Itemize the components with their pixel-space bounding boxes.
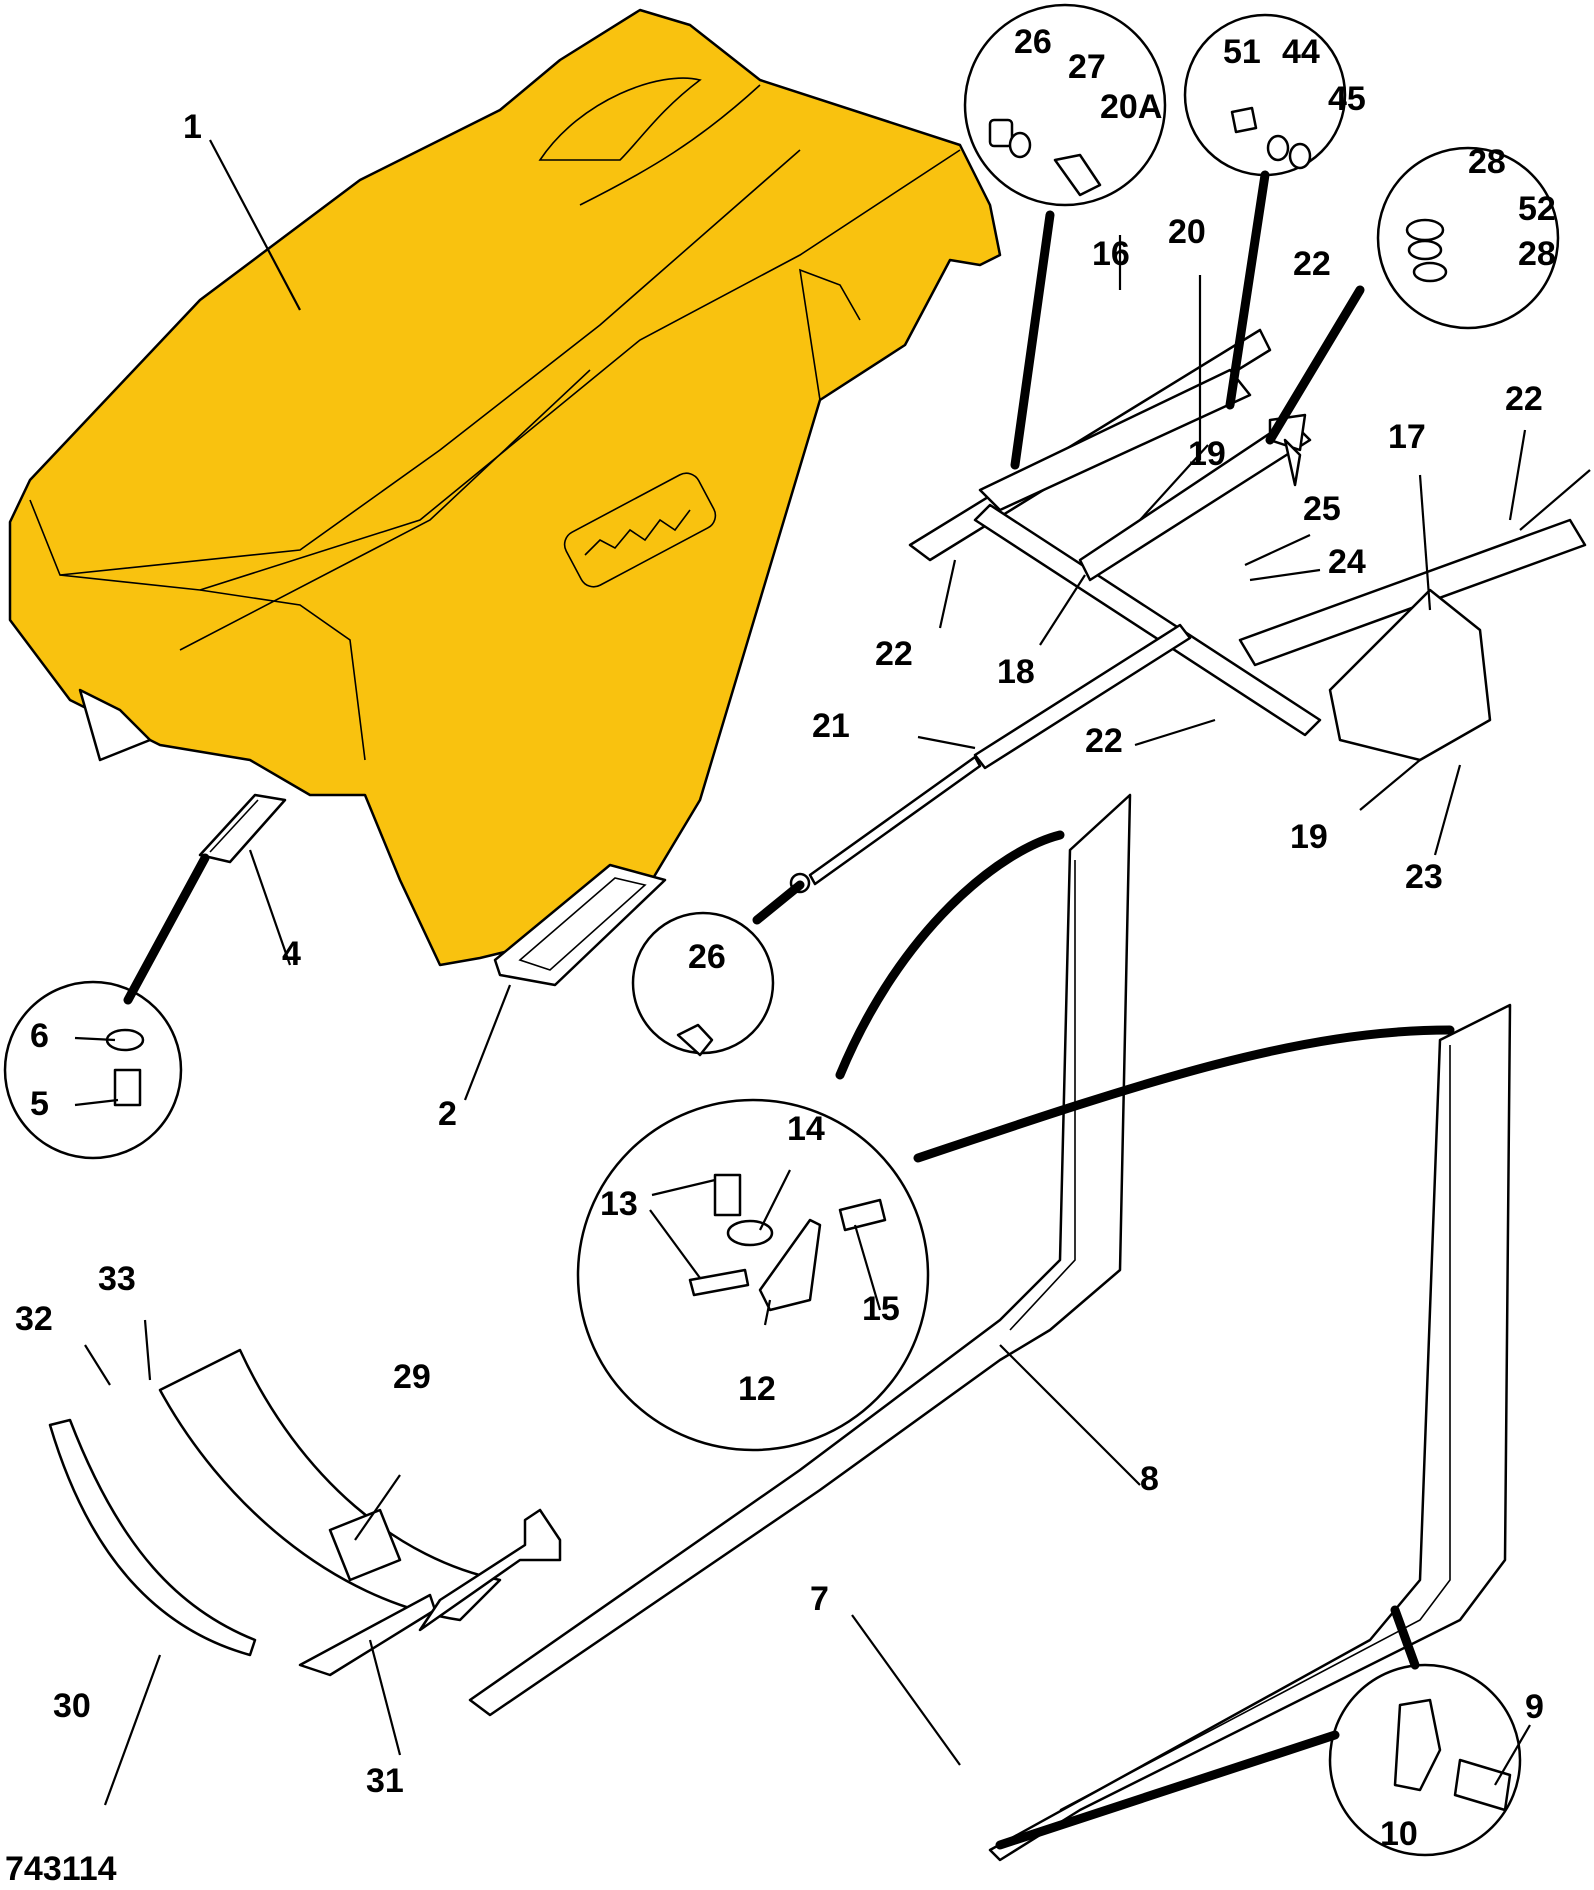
detail-circle-left	[3, 980, 183, 1160]
gas-strut-20	[978, 368, 1252, 512]
label-29: 29	[393, 1358, 431, 1396]
detail-circle-middle	[631, 911, 775, 1057]
cover-underside	[78, 688, 152, 762]
label-21: 21	[812, 707, 850, 745]
label-7: 7	[810, 1580, 829, 1618]
detail-circle-top-right	[1376, 146, 1560, 330]
lower-shield-parts	[48, 1348, 562, 1677]
pad-part-2	[493, 863, 667, 987]
label-17: 17	[1388, 418, 1426, 456]
cover-crease-1	[59, 149, 801, 576]
label-28a: 28	[1468, 143, 1506, 181]
cover-crease-2	[199, 149, 961, 591]
label-19b: 19	[1290, 818, 1328, 856]
label-2: 2	[438, 1095, 457, 1133]
label-30: 30	[53, 1687, 91, 1725]
detail-circle-top-middle	[1183, 13, 1347, 177]
label-33: 33	[98, 1260, 136, 1298]
frame-rail-19	[1078, 418, 1312, 582]
cover-top-ridge	[579, 84, 761, 206]
engine-cover-part-1	[8, 8, 1002, 967]
label-22c: 22	[875, 635, 913, 673]
label-12: 12	[738, 1370, 776, 1408]
hinge-frame-assembly	[908, 328, 1587, 762]
pad-part-4	[198, 793, 287, 864]
label-45: 45	[1328, 80, 1366, 118]
label-27: 27	[1068, 48, 1106, 86]
label-6: 6	[30, 1017, 49, 1055]
label-19a: 19	[1188, 435, 1226, 473]
label-51: 51	[1223, 33, 1261, 71]
label-52: 52	[1518, 190, 1556, 228]
label-44: 44	[1282, 33, 1320, 71]
label-8: 8	[1140, 1460, 1159, 1498]
gas-strut-part-21	[789, 623, 1192, 894]
label-32: 32	[15, 1300, 53, 1338]
label-4: 4	[282, 935, 301, 973]
strip-part-31	[298, 1593, 437, 1677]
hinge-arm-17	[1238, 518, 1587, 667]
hinge-bracket-17	[1328, 588, 1492, 762]
detail-circle-top-left	[963, 3, 1167, 207]
seal-part-8	[468, 793, 1132, 1717]
detail-connectors	[123, 170, 1455, 1850]
label-20: 20	[1168, 213, 1206, 251]
detail-circle-bottom-right	[1328, 1663, 1522, 1857]
reference-number: 743114	[5, 1850, 117, 1888]
vent-grille-1	[563, 472, 717, 588]
shield-bracket	[328, 1508, 402, 1582]
label-26b: 26	[688, 938, 726, 976]
label-24: 24	[1328, 543, 1366, 581]
label-14: 14	[787, 1110, 825, 1148]
crossbar-18	[973, 503, 1322, 737]
callout-labels: 1 2 4 5 6 7 8 9 10 12 13 14 15 16 17 18 …	[15, 23, 1556, 1853]
label-5: 5	[30, 1085, 49, 1123]
bracket-tab	[1283, 438, 1302, 487]
label-13: 13	[600, 1185, 638, 1223]
label-26a: 26	[1014, 23, 1052, 61]
label-31: 31	[366, 1762, 404, 1800]
shield-part-29	[158, 1348, 502, 1622]
label-20a: 20A	[1100, 88, 1162, 126]
cover-crease-3	[179, 369, 591, 651]
label-23: 23	[1405, 858, 1443, 896]
cover-body	[8, 8, 1002, 967]
label-22b: 22	[1505, 380, 1543, 418]
cover-u-slot	[538, 77, 702, 161]
label-25: 25	[1303, 490, 1341, 528]
label-22a: 22	[1293, 245, 1331, 283]
strip-part-30	[48, 1418, 257, 1657]
cover-side-fold	[799, 268, 861, 401]
label-15: 15	[862, 1290, 900, 1328]
label-16: 16	[1092, 235, 1130, 273]
label-1: 1	[183, 108, 202, 146]
label-10: 10	[1380, 1815, 1418, 1853]
cover-front-edge	[29, 499, 366, 761]
leader-lines	[74, 139, 1591, 1806]
label-9: 9	[1525, 1688, 1544, 1726]
shield-mount	[418, 1508, 562, 1632]
vent-grille-teeth	[584, 509, 691, 556]
label-22d: 22	[1085, 722, 1123, 760]
label-18: 18	[997, 653, 1035, 691]
label-28b: 28	[1518, 235, 1556, 273]
